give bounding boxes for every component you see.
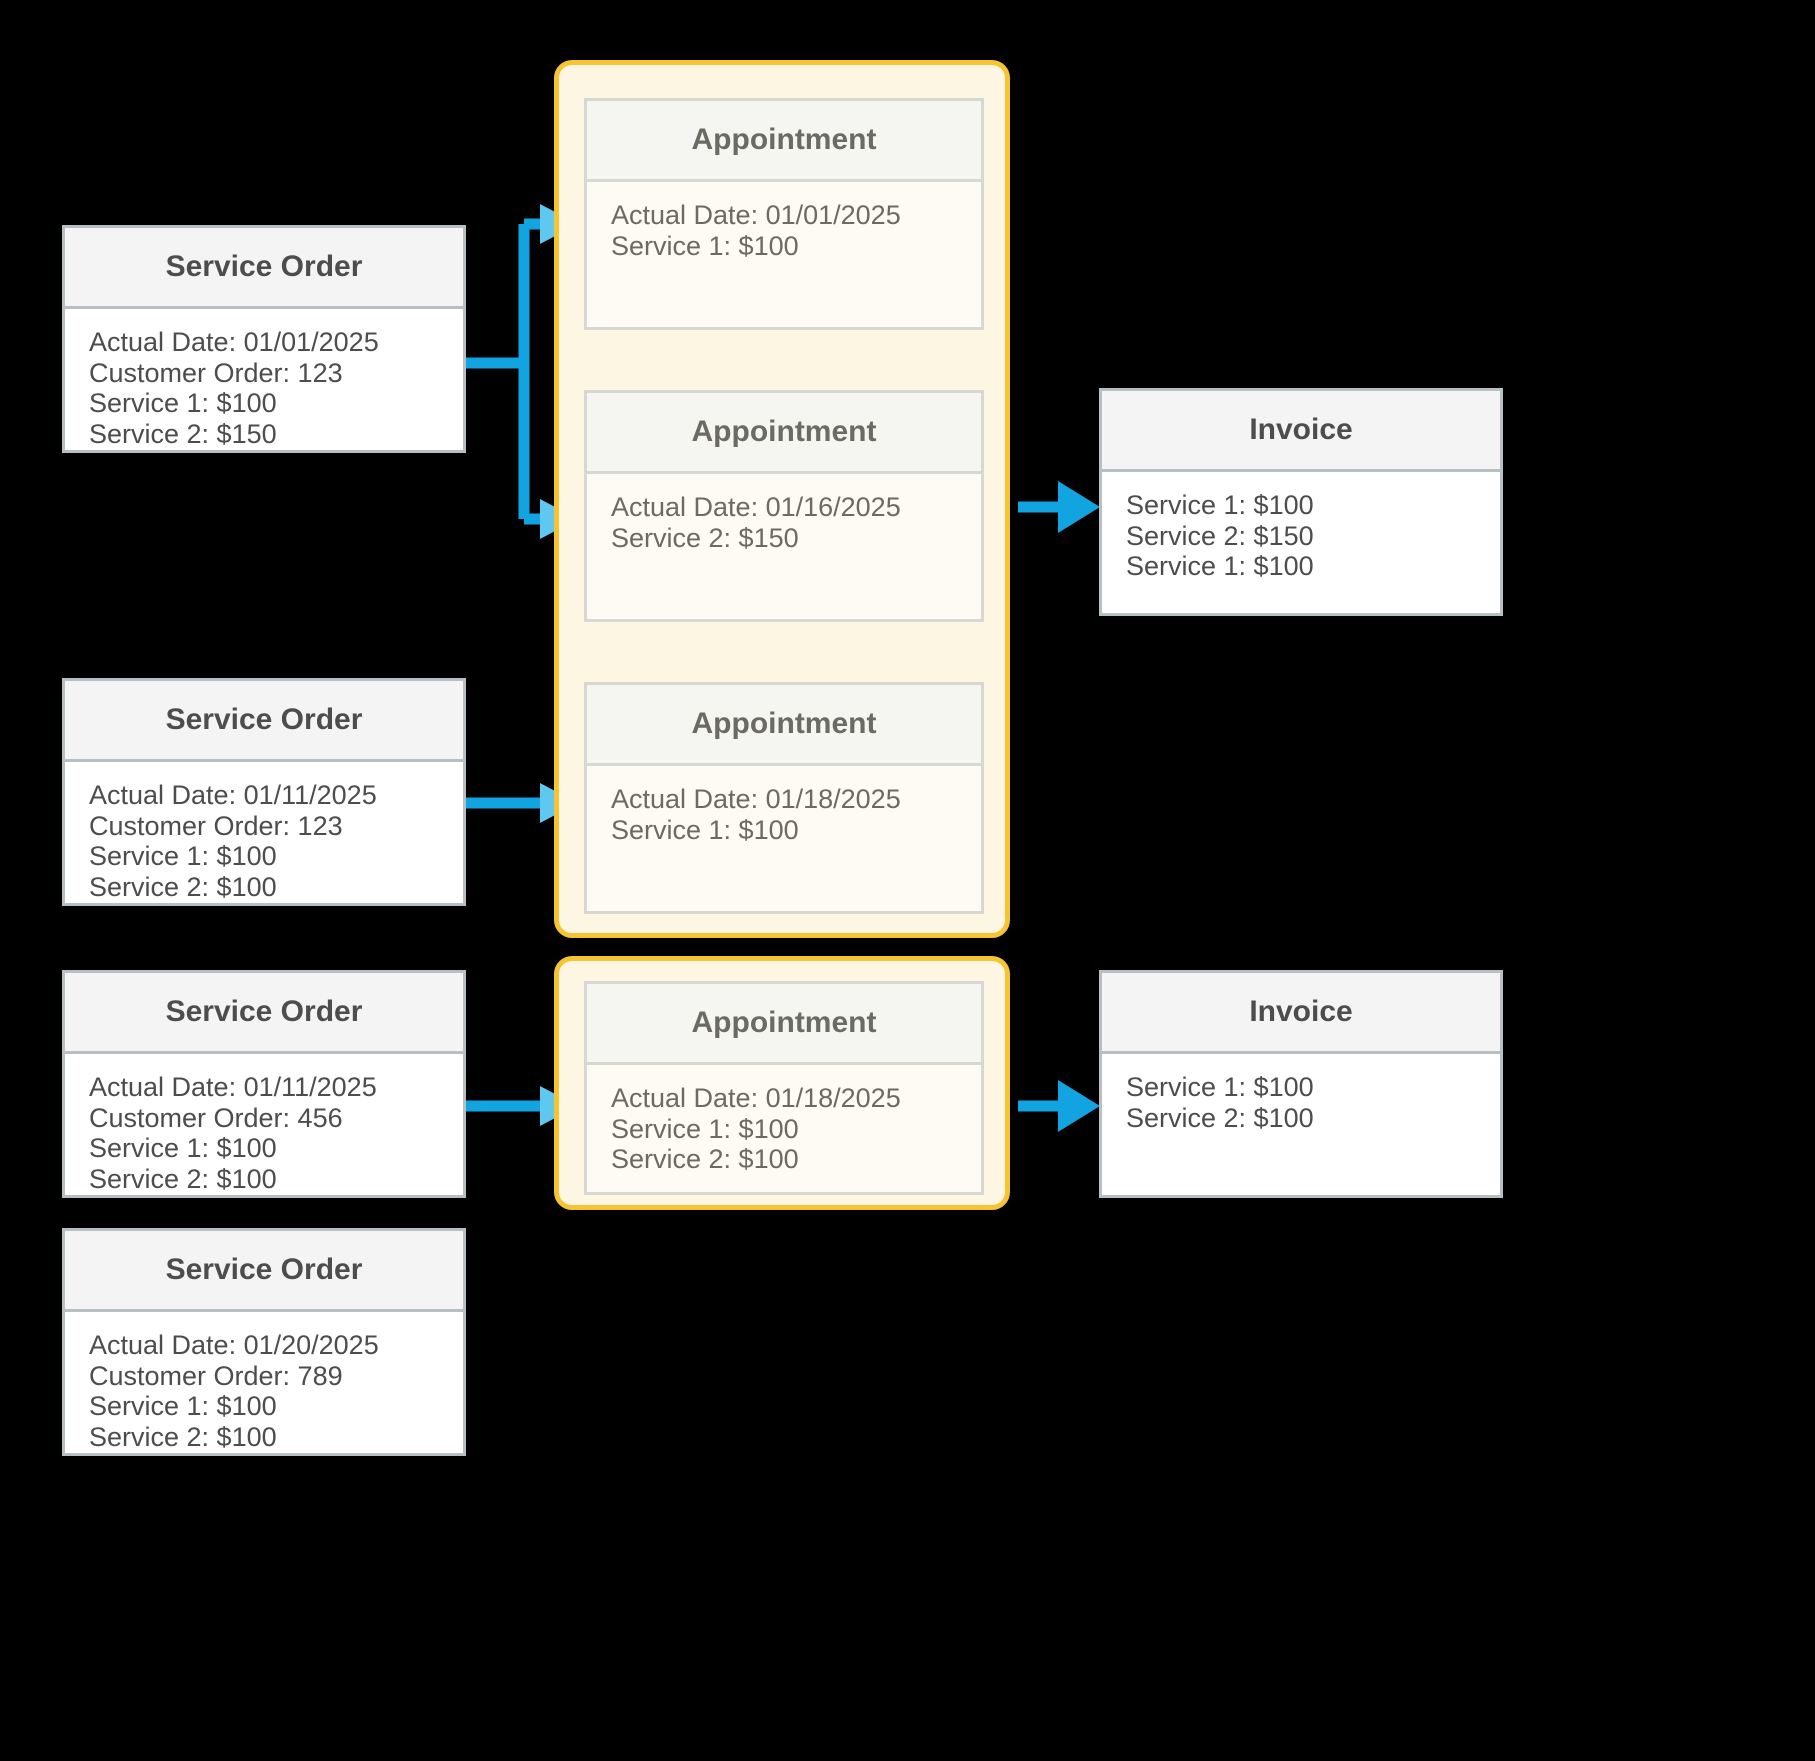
appointment-title: Appointment bbox=[587, 984, 981, 1065]
detail-line: Actual Date: 01/11/2025 bbox=[89, 780, 377, 810]
detail-line: Service 2: $150 bbox=[1126, 520, 1314, 551]
service-order-title: Service Order bbox=[65, 228, 463, 309]
detail-line: Actual Date: 01/01/2025 bbox=[89, 327, 379, 357]
detail-line: Service 2: $150 bbox=[89, 418, 277, 449]
service-order-title: Service Order bbox=[65, 973, 463, 1054]
service-order-card-3[interactable]: Service Order Actual Date: 01/11/2025 Cu… bbox=[62, 970, 466, 1198]
detail-line: Service 1: $100 bbox=[89, 388, 277, 418]
appointment-details: Actual Date: 01/18/2025 Service 1: $100 … bbox=[587, 1065, 981, 1192]
detail-line: Actual Date: 01/20/2025 bbox=[89, 1330, 379, 1360]
service-order-card-2[interactable]: Service Order Actual Date: 01/11/2025 Cu… bbox=[62, 678, 466, 906]
detail-line: Actual Date: 01/18/2025 bbox=[611, 1083, 901, 1113]
detail-line: Actual Date: 01/11/2025 bbox=[89, 1072, 377, 1102]
detail-line: Service 2: $150 bbox=[611, 522, 799, 553]
service-order-card-4[interactable]: Service Order Actual Date: 01/20/2025 Cu… bbox=[62, 1228, 466, 1456]
detail-line: Service 1: $100 bbox=[611, 1113, 799, 1144]
detail-line: Service 2: $100 bbox=[1126, 1102, 1314, 1133]
invoice-title: Invoice bbox=[1102, 973, 1500, 1054]
detail-line: Service 1: $100 bbox=[1126, 490, 1314, 520]
detail-line: Actual Date: 01/01/2025 bbox=[611, 200, 901, 230]
service-order-details: Actual Date: 01/11/2025 Customer Order: … bbox=[65, 1054, 463, 1204]
service-order-card-1[interactable]: Service Order Actual Date: 01/01/2025 Cu… bbox=[62, 225, 466, 453]
detail-line: Service 2: $100 bbox=[611, 1144, 799, 1174]
detail-line: Actual Date: 01/16/2025 bbox=[611, 492, 901, 522]
detail-line: Service 1: $100 bbox=[1126, 551, 1314, 581]
detail-line: Service 1: $100 bbox=[89, 841, 277, 871]
appointment-title: Appointment bbox=[587, 685, 981, 766]
detail-line: Customer Order: 456 bbox=[89, 1102, 343, 1133]
invoice-details: Service 1: $100 Service 2: $100 bbox=[1102, 1054, 1500, 1195]
appointment-card-4[interactable]: Appointment Actual Date: 01/18/2025 Serv… bbox=[584, 981, 984, 1195]
invoice-card-2[interactable]: Invoice Service 1: $100 Service 2: $100 bbox=[1099, 970, 1503, 1198]
invoice-card-1[interactable]: Invoice Service 1: $100 Service 2: $150 … bbox=[1099, 388, 1503, 616]
detail-line: Service 1: $100 bbox=[89, 1391, 277, 1421]
service-order-title: Service Order bbox=[65, 681, 463, 762]
service-order-details: Actual Date: 01/01/2025 Customer Order: … bbox=[65, 309, 463, 459]
invoice-title: Invoice bbox=[1102, 391, 1500, 472]
appointment-title: Appointment bbox=[587, 101, 981, 182]
appointment-card-2[interactable]: Appointment Actual Date: 01/16/2025 Serv… bbox=[584, 390, 984, 622]
appointment-group-2[interactable]: Appointment Actual Date: 01/18/2025 Serv… bbox=[554, 956, 1010, 1210]
appointment-title: Appointment bbox=[587, 393, 981, 474]
detail-line: Customer Order: 123 bbox=[89, 810, 343, 841]
detail-line: Service 1: $100 bbox=[89, 1133, 277, 1163]
detail-line: Service 1: $100 bbox=[1126, 1072, 1314, 1102]
appointment-details: Actual Date: 01/18/2025 Service 1: $100 bbox=[587, 766, 981, 911]
detail-line: Service 2: $100 bbox=[89, 1163, 277, 1194]
appointment-details: Actual Date: 01/16/2025 Service 2: $150 bbox=[587, 474, 981, 619]
appointment-card-1[interactable]: Appointment Actual Date: 01/01/2025 Serv… bbox=[584, 98, 984, 330]
service-order-details: Actual Date: 01/11/2025 Customer Order: … bbox=[65, 762, 463, 912]
detail-line: Service 1: $100 bbox=[611, 814, 799, 845]
appointment-details: Actual Date: 01/01/2025 Service 1: $100 bbox=[587, 182, 981, 327]
appointment-card-3[interactable]: Appointment Actual Date: 01/18/2025 Serv… bbox=[584, 682, 984, 914]
service-order-details: Actual Date: 01/20/2025 Customer Order: … bbox=[65, 1312, 463, 1462]
appointment-group-1[interactable]: Appointment Actual Date: 01/01/2025 Serv… bbox=[554, 60, 1010, 938]
invoice-details: Service 1: $100 Service 2: $150 Service … bbox=[1102, 472, 1500, 613]
detail-line: Service 1: $100 bbox=[611, 230, 799, 261]
detail-line: Customer Order: 123 bbox=[89, 357, 343, 388]
detail-line: Service 2: $100 bbox=[89, 1421, 277, 1452]
detail-line: Service 2: $100 bbox=[89, 871, 277, 902]
detail-line: Actual Date: 01/18/2025 bbox=[611, 784, 901, 814]
service-order-title: Service Order bbox=[65, 1231, 463, 1312]
detail-line: Customer Order: 789 bbox=[89, 1360, 343, 1391]
